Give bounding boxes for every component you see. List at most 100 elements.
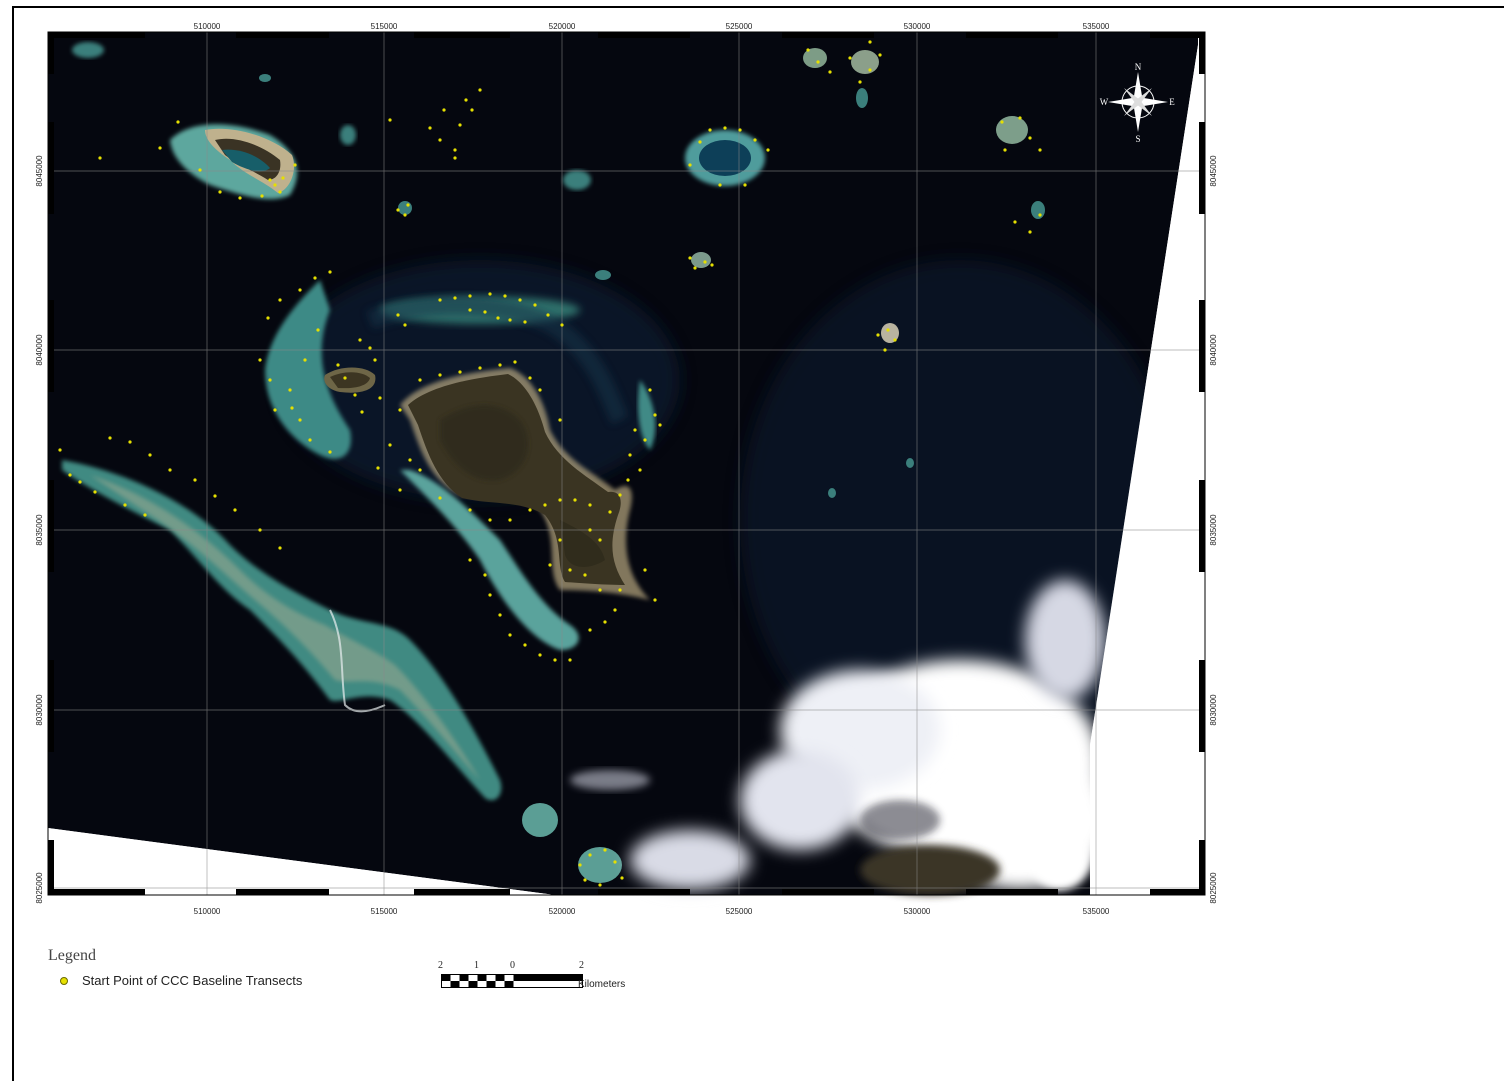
transect-point	[508, 633, 512, 637]
transect-point	[876, 333, 880, 337]
transect-point	[893, 338, 897, 342]
y-tick-label: 8045000	[1209, 155, 1218, 187]
transect-point	[468, 308, 472, 312]
y-tick-label: 8030000	[35, 694, 44, 726]
scale-unit: Kilometers	[578, 979, 626, 990]
transect-point	[558, 538, 562, 542]
transect-point	[710, 263, 714, 267]
transect-point	[588, 628, 592, 632]
transect-point	[343, 376, 347, 380]
transect-point	[588, 503, 592, 507]
transect-point	[578, 863, 582, 867]
transect-point	[108, 436, 112, 440]
transect-point	[848, 56, 852, 60]
transect-point	[418, 378, 422, 382]
transect-point	[633, 428, 637, 432]
transect-point	[123, 503, 127, 507]
transect-point	[538, 653, 542, 657]
transect-point	[268, 378, 272, 382]
transect-point	[653, 413, 657, 417]
transect-point	[573, 498, 577, 502]
transect-point	[98, 156, 102, 160]
lagoon-reef	[265, 280, 656, 650]
transect-point	[496, 316, 500, 320]
svg-text:S: S	[1135, 134, 1140, 144]
transect-point	[883, 348, 887, 352]
transect-point	[470, 108, 474, 112]
transect-point	[58, 448, 62, 452]
x-tick-labels-bottom: 510000 515000 520000 525000 530000 53500…	[194, 907, 1110, 916]
transect-point	[453, 296, 457, 300]
transect-point	[353, 393, 357, 397]
transect-point	[868, 68, 872, 72]
scale-bar: 2 1 0 2 Kilometers	[436, 960, 676, 1000]
transect-point	[218, 190, 222, 194]
transect-point	[336, 363, 340, 367]
transect-point	[453, 156, 457, 160]
transect-point	[568, 568, 572, 572]
north-atoll	[685, 130, 765, 186]
transect-point	[508, 518, 512, 522]
y-tick-label: 8035000	[1209, 514, 1218, 546]
x-tick-label: 510000	[194, 907, 221, 916]
transect-point	[553, 658, 557, 662]
x-tick-label: 530000	[904, 907, 931, 916]
transect-point	[360, 410, 364, 414]
legend-item-label: Start Point of CCC Baseline Transects	[82, 973, 303, 988]
transect-point	[373, 358, 377, 362]
transect-point	[328, 270, 332, 274]
transect-point	[1013, 220, 1017, 224]
transect-point	[543, 503, 547, 507]
transect-point	[213, 494, 217, 498]
transect-point	[388, 443, 392, 447]
transect-point	[508, 318, 512, 322]
y-tick-label: 8025000	[1209, 872, 1218, 904]
transect-point	[1038, 213, 1042, 217]
transect-point	[886, 328, 890, 332]
transect-point	[1028, 230, 1032, 234]
transect-point	[738, 128, 742, 132]
transect-point	[198, 168, 202, 172]
transect-point	[168, 468, 172, 472]
transect-point	[648, 388, 652, 392]
transect-point	[613, 860, 617, 864]
transect-point	[488, 593, 492, 597]
scale-label: 1	[474, 960, 479, 971]
transect-point	[766, 148, 770, 152]
transect-point	[588, 528, 592, 532]
transect-point	[388, 118, 392, 122]
satellite-image	[48, 32, 1198, 895]
transect-point	[158, 146, 162, 150]
transect-point	[278, 546, 282, 550]
scale-label: 0	[510, 960, 515, 971]
transect-point	[1018, 116, 1022, 120]
transect-point	[513, 360, 517, 364]
transect-point	[193, 478, 197, 482]
transect-point	[298, 418, 302, 422]
transect-point	[718, 183, 722, 187]
transect-point	[428, 126, 432, 130]
transect-point	[708, 128, 712, 132]
x-tick-label: 520000	[549, 907, 576, 916]
transect-point	[406, 203, 410, 207]
transect-point	[328, 450, 332, 454]
map-frame	[12, 6, 1504, 1081]
svg-text:W: W	[1100, 97, 1109, 107]
transect-point	[403, 323, 407, 327]
transect-point	[620, 876, 624, 880]
x-tick-label: 535000	[1083, 907, 1110, 916]
transect-point	[396, 208, 400, 212]
x-tick-label: 525000	[726, 22, 753, 31]
transect-point	[453, 148, 457, 152]
transect-point	[653, 598, 657, 602]
transect-point	[438, 496, 442, 500]
transect-point	[523, 320, 527, 324]
transect-point	[658, 423, 662, 427]
transect-point	[753, 138, 757, 142]
y-tick-label: 8040000	[1209, 334, 1218, 366]
legend: Legend Start Point of CCC Baseline Trans…	[48, 947, 302, 988]
transect-point	[603, 620, 607, 624]
transect-point	[858, 80, 862, 84]
transect-point	[583, 878, 587, 882]
transect-point	[498, 613, 502, 617]
